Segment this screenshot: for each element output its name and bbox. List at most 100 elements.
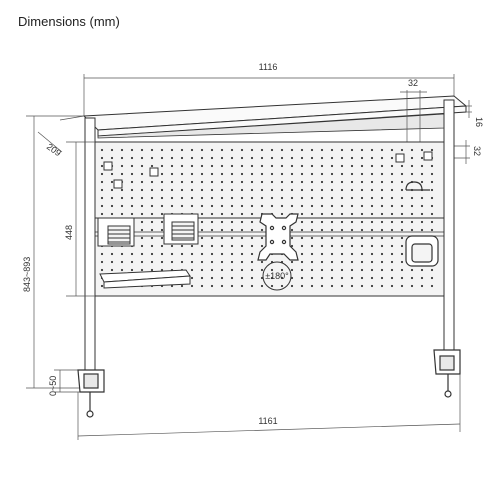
peg-hole [330,156,334,160]
peg-hole [200,220,204,224]
peg-hole [150,156,154,160]
peg-hole [340,284,344,288]
peg-hole [200,148,204,152]
peg-hole [340,188,344,192]
peg-hole [290,276,294,280]
peg-hole [300,260,304,264]
peg-hole [180,196,184,200]
peg-hole [250,196,254,200]
peg-hole [310,228,314,232]
peg-hole [330,212,334,216]
peg-hole [130,156,134,160]
peg-hole [400,204,404,208]
peg-hole [260,236,264,240]
peg-hole [430,164,434,168]
peg-hole [360,196,364,200]
peg-hole [280,172,284,176]
peg-hole [350,172,354,176]
peg-hole [210,180,214,184]
peg-hole [320,268,324,272]
peg-hole [400,268,404,272]
peg-hole [340,164,344,168]
peg-hole [170,180,174,184]
peg-hole [170,204,174,208]
peg-hole [210,204,214,208]
peg-hole [240,284,244,288]
peg-hole [360,284,364,288]
peg-hole [210,276,214,280]
peg-hole [350,180,354,184]
peg-hole [320,244,324,248]
peg-hole [380,268,384,272]
peg-hole [360,204,364,208]
peg-hole [150,204,154,208]
peg-hole [230,284,234,288]
peg-hole [380,276,384,280]
peg-hole [260,268,264,272]
peg-hole [140,260,144,264]
rotate-indicator [262,261,292,291]
peg-hole [180,244,184,248]
peg-hole [140,236,144,240]
peg-hole [340,156,344,160]
peg-hole [370,260,374,264]
peg-hole [280,276,284,280]
peg-hole [370,172,374,176]
peg-hole [300,236,304,240]
peg-hole [200,164,204,168]
peg-hole [350,204,354,208]
peg-hole [340,268,344,272]
peg-hole [190,260,194,264]
peg-hole [230,268,234,272]
peg-hole [340,220,344,224]
peg-hole [400,196,404,200]
peg-hole [250,212,254,216]
peg-hole [260,276,264,280]
peg-hole [370,220,374,224]
peg-hole [240,204,244,208]
peg-hole [100,284,104,288]
peg-hole [390,284,394,288]
peg-hole [420,204,424,208]
peg-hole [140,212,144,216]
peg-hole [230,156,234,160]
peg-hole [170,188,174,192]
peg-hole [250,204,254,208]
peg-hole [110,196,114,200]
peg-hole [110,252,114,256]
peg-hole [100,172,104,176]
peg-hole [410,228,414,232]
peg-hole [380,180,384,184]
right-clamp [433,349,461,398]
peg-hole [300,220,304,224]
peg-hole [140,268,144,272]
peg-hole [220,252,224,256]
peg-hole [280,284,284,288]
peg-hole [300,156,304,160]
peg-hole [210,252,214,256]
peg-hole [320,196,324,200]
peg-hole [210,260,214,264]
peg-hole [190,164,194,168]
peg-hole [130,164,134,168]
peg-hole [200,180,204,184]
peg-hole [410,220,414,224]
peg-hole [150,148,154,152]
peg-hole [330,260,334,264]
peg-hole [380,204,384,208]
peg-hole [410,212,414,216]
peg-hole [230,148,234,152]
peg-hole [420,276,424,280]
peg-hole [270,156,274,160]
peg-hole [140,156,144,160]
peg-hole [170,260,174,264]
peg-hole [120,156,124,160]
dim-bottom-width-label: 1161 [258,416,277,426]
peg-hole [360,268,364,272]
peg-hole [160,164,164,168]
peg-hole [330,244,334,248]
peg-hole [140,172,144,176]
peg-hole [210,148,214,152]
peg-hole [320,164,324,168]
peg-hole [210,212,214,216]
